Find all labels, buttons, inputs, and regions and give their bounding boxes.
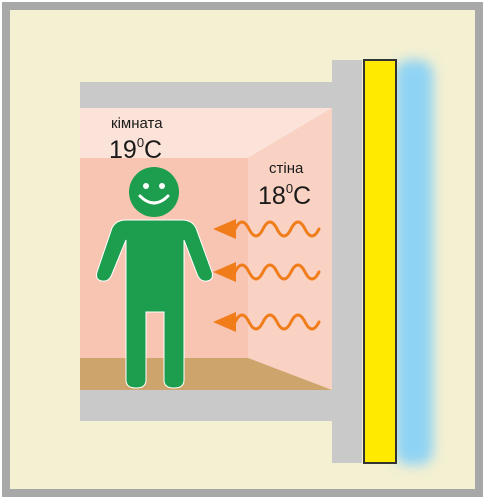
wall-cutout-top xyxy=(80,60,332,82)
wall-temp-value: 18 xyxy=(258,182,286,210)
room-temperature: 190C xyxy=(109,136,162,163)
wall-temp-degree: 0 xyxy=(286,181,293,196)
wall-temperature: 180C xyxy=(258,182,311,209)
heat-glow xyxy=(395,60,433,465)
wall-label: стіна xyxy=(269,161,303,176)
room-label: кімната xyxy=(111,116,163,131)
wall-cutout-bottom xyxy=(80,421,332,463)
heating-panel-icon xyxy=(364,60,396,463)
room-temp-degree: 0 xyxy=(137,135,144,150)
wall-temp-unit: C xyxy=(293,182,311,210)
room-temp-unit: C xyxy=(144,136,162,164)
room-temp-value: 19 xyxy=(109,136,137,164)
